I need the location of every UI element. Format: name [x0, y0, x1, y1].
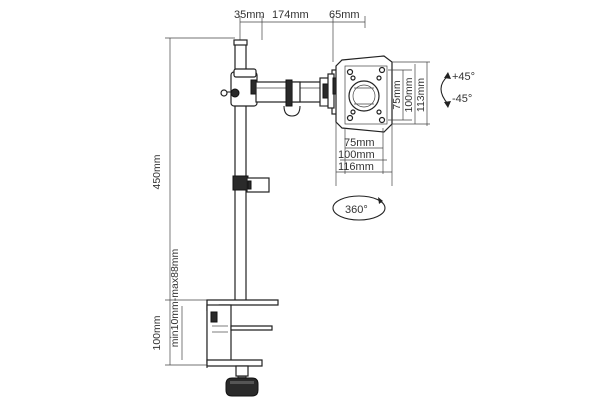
- arm-hinge: [220, 68, 258, 107]
- dim-head-depth: 65mm: [329, 9, 360, 21]
- rotation-label: 360°: [345, 204, 368, 216]
- dim-vesa-large-w: 100mm: [338, 149, 375, 161]
- dim-clamp-offset: 35mm: [234, 9, 265, 21]
- tilt-indicator: +45° -45°: [440, 71, 475, 108]
- arrow-down-icon: [444, 101, 451, 108]
- vesa-dimensions-vertical: 75mm 100mm 113mm: [388, 61, 430, 126]
- tilt-down-label: -45°: [452, 93, 472, 105]
- left-dimensions: 450mm 100mm min10mm-max88mm: [151, 37, 235, 366]
- dim-pole-height: 450mm: [151, 154, 163, 189]
- dim-clamp-height: 100mm: [151, 315, 163, 350]
- tilt-up-label: +45°: [452, 71, 475, 83]
- dim-plate-width: 116mm: [338, 161, 374, 173]
- dim-vesa-small-w: 75mm: [344, 137, 375, 149]
- dim-desk-thickness: min10mm-max88mm: [169, 248, 181, 347]
- rotate-arrow-icon: [378, 197, 383, 204]
- vesa-dimensions-horizontal: 75mm 100mm 116mm: [335, 122, 393, 186]
- vesa-plate: [335, 55, 393, 133]
- top-dimension: 35mm 174mm 65mm: [234, 9, 366, 62]
- dim-vesa-small-h: 75mm: [391, 80, 403, 109]
- dim-plate-height: 113mm: [415, 78, 427, 112]
- arm: [255, 77, 340, 117]
- rotation-indicator: 360°: [332, 195, 386, 221]
- dim-vesa-large-h: 100mm: [403, 77, 415, 112]
- cable-clip: [232, 175, 270, 193]
- arrow-up-icon: [444, 72, 451, 79]
- desk-clamp: [206, 299, 279, 397]
- dim-arm-length: 174mm: [272, 9, 309, 21]
